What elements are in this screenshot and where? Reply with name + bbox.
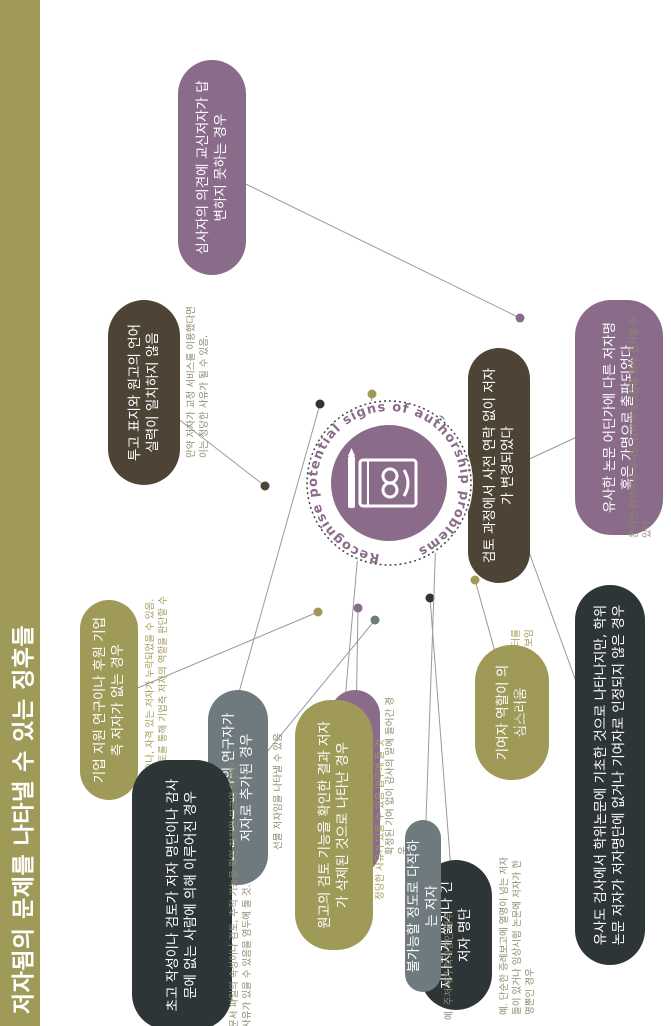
sign-note-similar-paper: 온라인 검색이나 유사도 검사 프로그램을 통해 검사될 수 있다 xyxy=(629,315,653,538)
hub-dot-acknowledgement xyxy=(353,603,363,613)
sign-corporate-funded: 기업 지원 연구이나 후원 기업측 저자가 없는 경우 xyxy=(80,600,138,800)
sign-reviewer-response: 심사자의 의견에 교신저자가 답변하지 못하는 경우 xyxy=(178,60,246,275)
hub-dot-draft-by-other xyxy=(315,399,325,409)
sign-note-ambiguous-contrib: 예. 초고를 작성하거나 데이터를 분석한 사람이 없는 것으로 보임 xyxy=(511,629,535,755)
sign-note-ghost-review: 정당한 사유가 있을 수 있음 업무에 들 것 xyxy=(375,739,386,900)
hub-dot-corporate-funded xyxy=(313,607,323,617)
sign-draft-by-other: 초고 작성이나 검토가 저자 명단이나 감사문에 없는 사람에 의해 이루어진 … xyxy=(132,760,232,1026)
sign-language-mismatch: 투고 표지와 원고의 언어 실력이 일치하지 않음 xyxy=(108,300,180,485)
sign-note-unverified: 예. 주저자가 학과장인 경우 xyxy=(444,911,455,1020)
sign-note-language-mismatch: 만약 저자가 교정 서비스를 이용했다면 이는 정당한 사유가 될 수 있음. xyxy=(186,306,210,458)
hub-dot-ambiguous-contrib xyxy=(470,575,480,585)
sign-ghost-review: 원고의 검토 기능을 확인한 결과 저자가 삭제된 것으로 나타난 경우 xyxy=(295,700,373,950)
connector-reviewer-response xyxy=(211,167,521,319)
hub-dot-unrelated-field xyxy=(370,615,380,625)
hub-dot-too-long-short xyxy=(425,593,435,603)
sign-note-draft-by-other: 문서 파일의 속성이나 검토, 추적 기능을 확인 하지만 부고와 관련한 사유… xyxy=(229,761,253,1026)
central-hub: Recognise potential signs of authorship … xyxy=(305,399,473,567)
book-with-pencil-and-gears-icon xyxy=(348,448,418,508)
sign-changed-authors: 검토 과정에서 사전 연락 없이 저자가 변경되었다 xyxy=(468,348,530,583)
sign-note-too-long-short: 예. 단순한 증례보고에 열명이 넘는 저자들이 있거나 임상시험 논문에 저자… xyxy=(499,857,536,1015)
connector-corporate-funded xyxy=(108,611,319,701)
hub-dot-ghost-review xyxy=(367,389,377,399)
hub-dot-language-mismatch xyxy=(260,481,270,491)
hub-dotted-ring xyxy=(306,400,472,566)
sign-note-unrelated-field: 선물 저자임을 나타낼 수 있음 xyxy=(273,733,284,850)
sign-thesis-based: 유사도 검사에서 학위논문에 기초한 것으로 나타나지만, 학위논문 저자가 저… xyxy=(575,585,645,965)
sign-unverified: 불가능할 정도로 다작하는 저자 xyxy=(405,820,441,992)
hub-dot-reviewer-response xyxy=(515,313,525,323)
